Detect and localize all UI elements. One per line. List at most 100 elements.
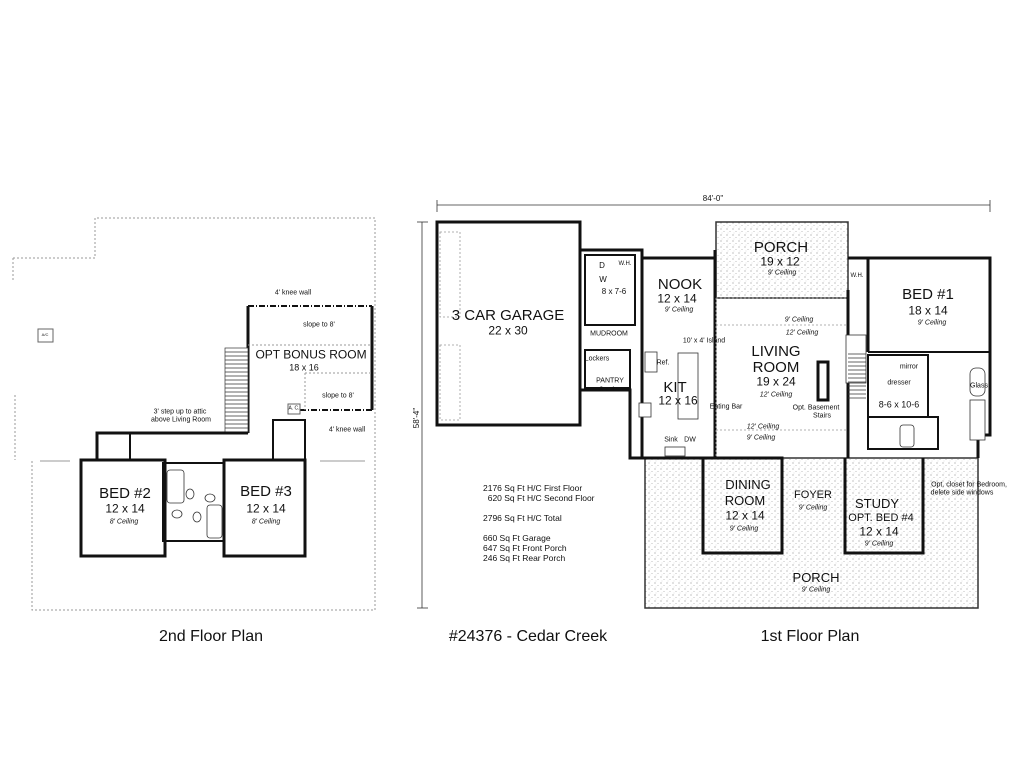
stat-line: 246 Sq Ft Rear Porch bbox=[483, 553, 566, 563]
ceiling-9-top: 9' Ceiling bbox=[784, 316, 814, 324]
ceiling-12-bottom: 12' Ceiling bbox=[746, 423, 780, 431]
bed1-size: 18 x 14 bbox=[908, 303, 948, 318]
knee-wall-bottom-label: 4' knee wall bbox=[328, 426, 366, 434]
attic-note-line2: above Living Room bbox=[151, 416, 211, 424]
kitchen-size: 12 x 16 bbox=[658, 393, 698, 408]
bed1-name: BED #1 bbox=[902, 286, 954, 304]
ac-small-label: A/C bbox=[41, 331, 49, 337]
opt-closet-note-line1: Opt. closet for Bedroom, bbox=[931, 481, 1007, 489]
ceiling-lines bbox=[715, 297, 848, 458]
rear-porch-name: PORCH bbox=[753, 239, 809, 257]
second-floor-walls bbox=[79, 419, 307, 558]
second-floor-bath-fixtures bbox=[166, 469, 223, 539]
ac-label: A. C. bbox=[288, 405, 300, 412]
slope-bottom-label: slope to 8' bbox=[322, 392, 354, 400]
garage-walls bbox=[435, 220, 582, 427]
width-dimension: 84'-0" bbox=[702, 193, 724, 203]
lockers-label: Lockers bbox=[584, 355, 610, 363]
dining-room-ceiling: 9' Ceiling bbox=[729, 525, 759, 533]
ac-unit bbox=[287, 403, 301, 415]
living-room-size: 19 x 24 bbox=[756, 374, 796, 389]
living-room-name-2: ROOM bbox=[752, 359, 800, 377]
attic-note-line1: 3' step up to attic bbox=[153, 408, 207, 416]
rear-porch-ceiling: 9' Ceiling bbox=[767, 269, 797, 277]
basement-stairs-line1: Opt. Basement bbox=[792, 404, 840, 412]
stat-line: 2796 Sq Ft H/C Total bbox=[483, 513, 562, 523]
study-alt-name: OPT. BED #4 bbox=[848, 512, 914, 525]
first-floor-stair-treads bbox=[848, 353, 866, 399]
garage-size: 22 x 30 bbox=[488, 323, 528, 338]
mudroom-label: MUDROOM bbox=[590, 330, 628, 338]
dining-room-name-1: DINING bbox=[725, 477, 771, 493]
study-name: STUDY bbox=[854, 496, 900, 512]
dimension-lines bbox=[417, 200, 991, 609]
nook-size: 12 x 14 bbox=[657, 291, 697, 306]
water-heater-label: W.H. bbox=[618, 260, 632, 267]
living-room-ceiling: 12' Ceiling bbox=[759, 391, 793, 399]
stat-line bbox=[483, 503, 595, 513]
bed3-name: BED #3 bbox=[240, 483, 292, 501]
front-porch-name: PORCH bbox=[792, 570, 840, 586]
ref-label: Ref. bbox=[656, 359, 670, 367]
glass-label: Glass bbox=[970, 382, 988, 390]
dryer-label: D bbox=[599, 260, 605, 270]
nook-name: NOOK bbox=[657, 276, 703, 294]
dishwasher-label: DW bbox=[684, 436, 696, 444]
dining-room-name-2: ROOM bbox=[724, 493, 766, 509]
rear-porch-size: 19 x 12 bbox=[760, 254, 800, 269]
closet-size: 8-6 x 10-6 bbox=[878, 399, 920, 410]
square-footage-summary: 2176 Sq Ft H/C First Floor 620 Sq Ft H/C… bbox=[483, 483, 595, 563]
laundry-size: 8 x 7-6 bbox=[601, 286, 627, 296]
stat-line: 647 Sq Ft Front Porch bbox=[483, 543, 567, 553]
bed2-name: BED #2 bbox=[99, 485, 151, 503]
ceiling-12-top: 12' Ceiling bbox=[785, 329, 819, 337]
bed3-ceiling: 8' Ceiling bbox=[251, 518, 281, 526]
pantry-size: 8 x 4 bbox=[599, 386, 615, 394]
sink-label: Sink bbox=[664, 436, 678, 444]
slope-top-label: slope to 8' bbox=[303, 321, 335, 329]
bonus-room-size: 18 x 16 bbox=[289, 362, 319, 373]
stat-line: 2176 Sq Ft H/C First Floor bbox=[483, 483, 583, 493]
rear-porch-area bbox=[715, 221, 849, 299]
ceiling-9-bottom: 9' Ceiling bbox=[746, 434, 776, 442]
depth-dimension: 58'-4" bbox=[411, 407, 421, 429]
dresser-label: dresser bbox=[887, 379, 911, 387]
first-floor-plan-title: 1st Floor Plan bbox=[760, 628, 860, 645]
bed3-size: 12 x 14 bbox=[246, 501, 286, 516]
living-room-name-1: LIVING bbox=[751, 343, 801, 361]
mirror-label: mirror bbox=[899, 363, 919, 371]
stat-line: 660 Sq Ft Garage bbox=[483, 533, 551, 543]
garage-doors bbox=[439, 231, 461, 421]
nook-ceiling: 9' Ceiling bbox=[664, 306, 694, 314]
eating-bar-label: Eating Bar bbox=[709, 403, 743, 411]
water-heater-right-label: W.H. bbox=[850, 272, 864, 279]
foyer-ceiling: 9' Ceiling bbox=[798, 504, 828, 512]
opt-closet-note-line2: delete side windows bbox=[930, 489, 994, 497]
island-label: 10' x 4' Island bbox=[682, 337, 726, 345]
pantry-name: PANTRY bbox=[596, 377, 624, 385]
dining-room-size: 12 x 14 bbox=[725, 508, 765, 523]
stair-treads bbox=[225, 351, 248, 429]
bonus-room-name: OPT BONUS ROOM bbox=[255, 347, 367, 362]
kitchen-fixtures bbox=[638, 334, 986, 457]
bed1-ceiling: 9' Ceiling bbox=[917, 319, 947, 327]
front-porch-ceiling: 9' Ceiling bbox=[801, 586, 831, 594]
washer-label: W bbox=[599, 274, 607, 284]
knee-wall-top-label: 4' knee wall bbox=[274, 289, 312, 297]
study-size: 12 x 14 bbox=[859, 524, 899, 539]
plan-name-title: #24376 - Cedar Creek bbox=[448, 628, 608, 645]
stat-line bbox=[483, 523, 595, 533]
basement-stairs-line2: Stairs bbox=[813, 412, 831, 420]
garage-name: 3 CAR GARAGE bbox=[451, 307, 565, 325]
second-floor-roof-outline bbox=[12, 217, 376, 611]
bed2-ceiling: 8' Ceiling bbox=[109, 518, 139, 526]
bed2-size: 12 x 14 bbox=[105, 501, 145, 516]
stat-line: 620 Sq Ft H/C Second Floor bbox=[483, 493, 595, 503]
study-ceiling: 9' Ceiling bbox=[864, 540, 894, 548]
kitchen-name: KIT bbox=[663, 379, 687, 397]
ac-unit-small bbox=[37, 328, 54, 343]
second-floor-plan-title: 2nd Floor Plan bbox=[158, 628, 264, 645]
front-porch-area bbox=[644, 457, 979, 609]
